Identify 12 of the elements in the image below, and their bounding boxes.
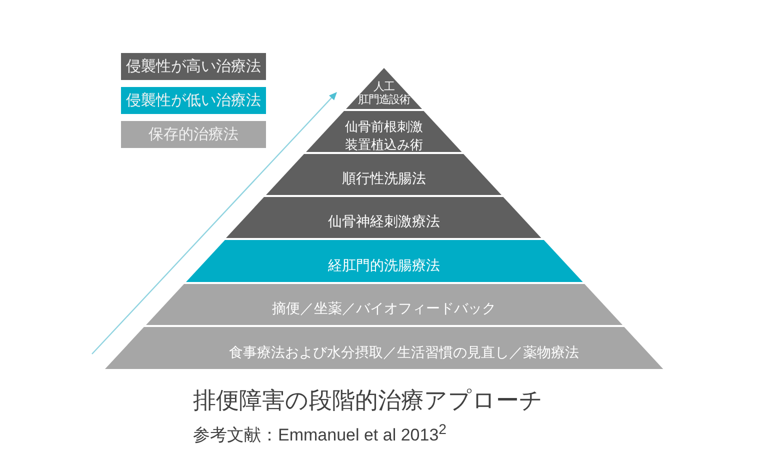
tier-label: 順行性洗腸法 [342, 169, 426, 188]
legend-key: 侵襲性が低い治療法 [121, 87, 266, 114]
tier-label: 仙骨神経刺激療法 [328, 212, 440, 231]
tier-label: 食事療法および水分摂取／生活習慣の見直し／薬物療法 [228, 343, 579, 362]
reference-note: 参考文献：Emmanuel et al 2013$^{2}$ [193, 421, 447, 447]
tier-label: 経肛門的洗腸療法 [328, 256, 440, 275]
legend-key: 侵襲性が高い治療法 [121, 53, 266, 80]
tier-label: 人工肛門造設術 [356, 81, 412, 107]
legend-key: 保存的治療法 [121, 121, 266, 148]
diagram-title: 排便障害の段階的治療アプローチ [193, 386, 543, 415]
tier-label: 仙骨前根刺激装置植込み術 [344, 118, 424, 154]
tier-label: 摘便／坐薬／バイオフィードバック [272, 299, 496, 318]
